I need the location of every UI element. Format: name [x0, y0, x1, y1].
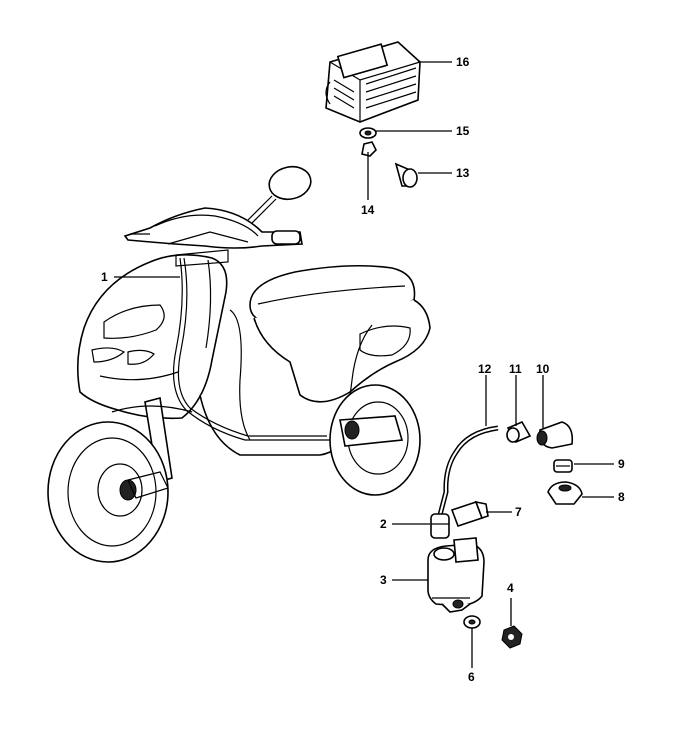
rear-body: [253, 299, 431, 403]
callout-4: 4: [507, 581, 514, 595]
ignition-coil: [427, 537, 485, 613]
wire-terminal: [450, 500, 489, 528]
rear-wheel: [329, 384, 421, 496]
front-wheel: [47, 421, 169, 563]
callout-2: 2: [380, 517, 387, 531]
callout-15: 15: [456, 124, 470, 138]
lead-connector: [506, 420, 532, 444]
callout-1: 1: [101, 270, 108, 284]
ht-lead: [437, 425, 499, 516]
callout-12: 12: [478, 362, 492, 376]
hex-nut: [501, 625, 523, 649]
callout-3: 3: [380, 573, 387, 587]
callout-8: 8: [618, 490, 625, 504]
wiring-harness: [172, 257, 373, 441]
scooter-drawing: [47, 165, 431, 563]
callout-13: 13: [456, 166, 470, 180]
handlebar: [123, 207, 303, 249]
suppressor-connector: [430, 513, 450, 539]
callout-labels: 16 15 13 14 1 12 11 10 9 8 7 2 3 4 6: [101, 55, 625, 684]
callout-11: 11: [509, 362, 522, 376]
leader-lines: [114, 61, 614, 668]
spark-plug-cap: [536, 421, 574, 449]
callout-10: 10: [536, 362, 550, 376]
callout-6: 6: [468, 670, 475, 684]
callout-9: 9: [618, 457, 625, 471]
mirror: [268, 165, 312, 201]
floorboard: [199, 394, 353, 456]
flat-washer: [463, 615, 481, 629]
spark-plug-boot: [547, 481, 583, 505]
voltage-regulator: [325, 41, 421, 123]
nut: [361, 141, 377, 157]
seal-ring: [553, 459, 573, 473]
screw: [394, 162, 418, 188]
callout-16: 16: [456, 55, 470, 69]
callout-14: 14: [361, 203, 375, 217]
callout-7: 7: [515, 505, 522, 519]
